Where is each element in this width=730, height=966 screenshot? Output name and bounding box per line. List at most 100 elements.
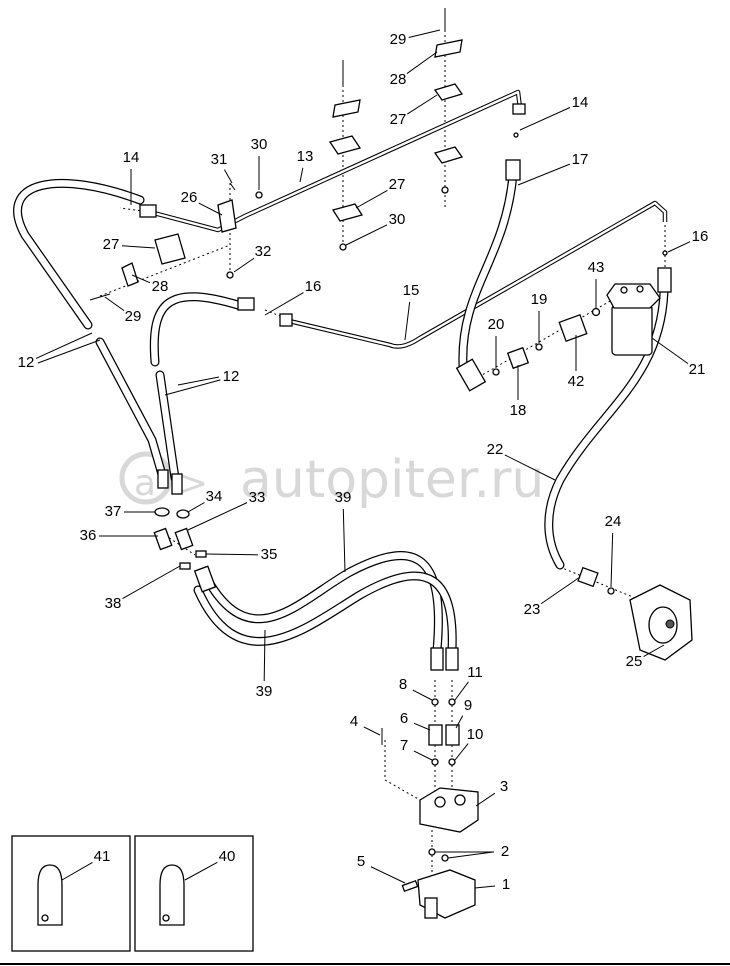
leader-line bbox=[540, 576, 581, 605]
tube-15 bbox=[279, 200, 668, 349]
part-callout-label: 10 bbox=[467, 726, 484, 743]
part-callout-label: 31 bbox=[211, 151, 228, 168]
part-callout-label: 43 bbox=[588, 259, 605, 276]
part-callout-label: 20 bbox=[488, 316, 505, 333]
hose-12-left bbox=[13, 179, 169, 489]
leader-line bbox=[61, 862, 93, 881]
leader-line bbox=[264, 292, 304, 316]
leader-line bbox=[187, 502, 205, 513]
part-callout-label: 23 bbox=[524, 601, 541, 618]
part-callout-label: 21 bbox=[689, 361, 706, 378]
watermark: a > autopiter.ru bbox=[119, 450, 544, 510]
leader-line bbox=[406, 94, 438, 115]
leader-line bbox=[455, 715, 464, 729]
clamp-27-top bbox=[154, 83, 464, 265]
leader-line bbox=[177, 376, 220, 386]
part-callout-label: 7 bbox=[400, 737, 408, 754]
part-callout-label: 27 bbox=[390, 111, 407, 128]
leader-line bbox=[474, 885, 496, 889]
pump-25 bbox=[577, 566, 693, 661]
hose-12-right bbox=[149, 292, 255, 495]
part-callout-label: 34 bbox=[206, 488, 223, 505]
part-callout-label: 28 bbox=[152, 278, 169, 295]
svg-text:autopiter.ru: autopiter.ru bbox=[240, 450, 544, 510]
hose-17 bbox=[458, 159, 521, 385]
part-callout-label: 41 bbox=[94, 848, 111, 865]
leader-line bbox=[223, 169, 233, 184]
leader-line bbox=[517, 163, 570, 186]
svg-text:a: a bbox=[134, 463, 156, 504]
part-callout-label: 4 bbox=[350, 713, 358, 730]
leader-line bbox=[37, 339, 101, 364]
leader-line bbox=[233, 257, 255, 273]
part-callout-label: 5 bbox=[357, 853, 365, 870]
part-callout-label: 19 bbox=[531, 291, 548, 308]
part-callout-label: 17 bbox=[572, 151, 589, 168]
leader-line bbox=[198, 202, 223, 216]
leader-line bbox=[263, 629, 266, 682]
part-callout-label: 29 bbox=[390, 31, 407, 48]
leader-line bbox=[404, 301, 411, 341]
leader-line bbox=[104, 296, 125, 312]
part-callout-label: 26 bbox=[181, 189, 198, 206]
part-callout-label: 16 bbox=[305, 278, 322, 295]
leader-line bbox=[504, 454, 556, 481]
part-callout-label: 1 bbox=[502, 876, 510, 893]
leader-line bbox=[447, 851, 494, 859]
tube-13 bbox=[139, 89, 526, 233]
leader-line bbox=[345, 224, 388, 246]
leader-line bbox=[131, 274, 151, 284]
leader-line bbox=[370, 866, 406, 884]
part-callout-label: 39 bbox=[256, 683, 273, 700]
part-callout-label: 14 bbox=[123, 149, 140, 166]
leader-line bbox=[406, 51, 438, 74]
part-callout-label: 30 bbox=[251, 136, 268, 153]
leader-line bbox=[408, 29, 441, 38]
leader-line bbox=[184, 861, 218, 881]
leader-line bbox=[454, 681, 469, 701]
part-callout-label: 11 bbox=[467, 664, 483, 681]
inset-40 bbox=[134, 835, 254, 952]
leader-line bbox=[342, 508, 346, 573]
hose-39 bbox=[193, 551, 459, 671]
leader-line bbox=[299, 167, 304, 183]
leader-line bbox=[413, 722, 431, 731]
part-callout-label: 37 bbox=[105, 503, 122, 520]
clamp-28-plates bbox=[121, 39, 463, 287]
part-callout-label: 42 bbox=[568, 373, 585, 390]
leader-line bbox=[412, 689, 433, 701]
leader-line bbox=[413, 750, 433, 761]
part-callout-label: 32 bbox=[255, 243, 272, 260]
motor-1 bbox=[401, 848, 476, 919]
part-callout-label: 30 bbox=[389, 211, 406, 228]
part-callout-label: 8 bbox=[399, 676, 407, 693]
part-callout-label: 39 bbox=[335, 489, 352, 506]
leader-line bbox=[610, 532, 614, 588]
part-callout-label: 12 bbox=[18, 354, 35, 371]
leader-line bbox=[187, 502, 248, 531]
part-callout-label: 12 bbox=[223, 368, 240, 385]
part-callout-label: 24 bbox=[605, 513, 622, 530]
leader-line bbox=[667, 241, 691, 253]
leader-line bbox=[363, 726, 381, 736]
leader-line bbox=[355, 189, 388, 209]
leader-line bbox=[475, 792, 496, 807]
part-callout-label: 13 bbox=[297, 148, 314, 165]
part-callout-label: 38 bbox=[105, 595, 122, 612]
part-callout-label: 9 bbox=[464, 697, 472, 714]
part-callout-label: 36 bbox=[80, 527, 97, 544]
bolts-and-nuts bbox=[89, 8, 668, 301]
leader-lines bbox=[35, 29, 691, 889]
leader-line bbox=[643, 644, 665, 658]
leader-line bbox=[205, 553, 259, 556]
leader-line bbox=[164, 379, 221, 396]
part-callout-label: 6 bbox=[400, 710, 408, 727]
leader-line bbox=[35, 332, 93, 359]
part-callout-label: 25 bbox=[626, 653, 643, 670]
part-callout-label: 28 bbox=[390, 71, 407, 88]
part-callout-label: 16 bbox=[692, 228, 709, 245]
part-callout-label: 29 bbox=[125, 308, 142, 325]
part-callout-label: 3 bbox=[500, 778, 508, 795]
part-callout-label: 22 bbox=[487, 441, 504, 458]
